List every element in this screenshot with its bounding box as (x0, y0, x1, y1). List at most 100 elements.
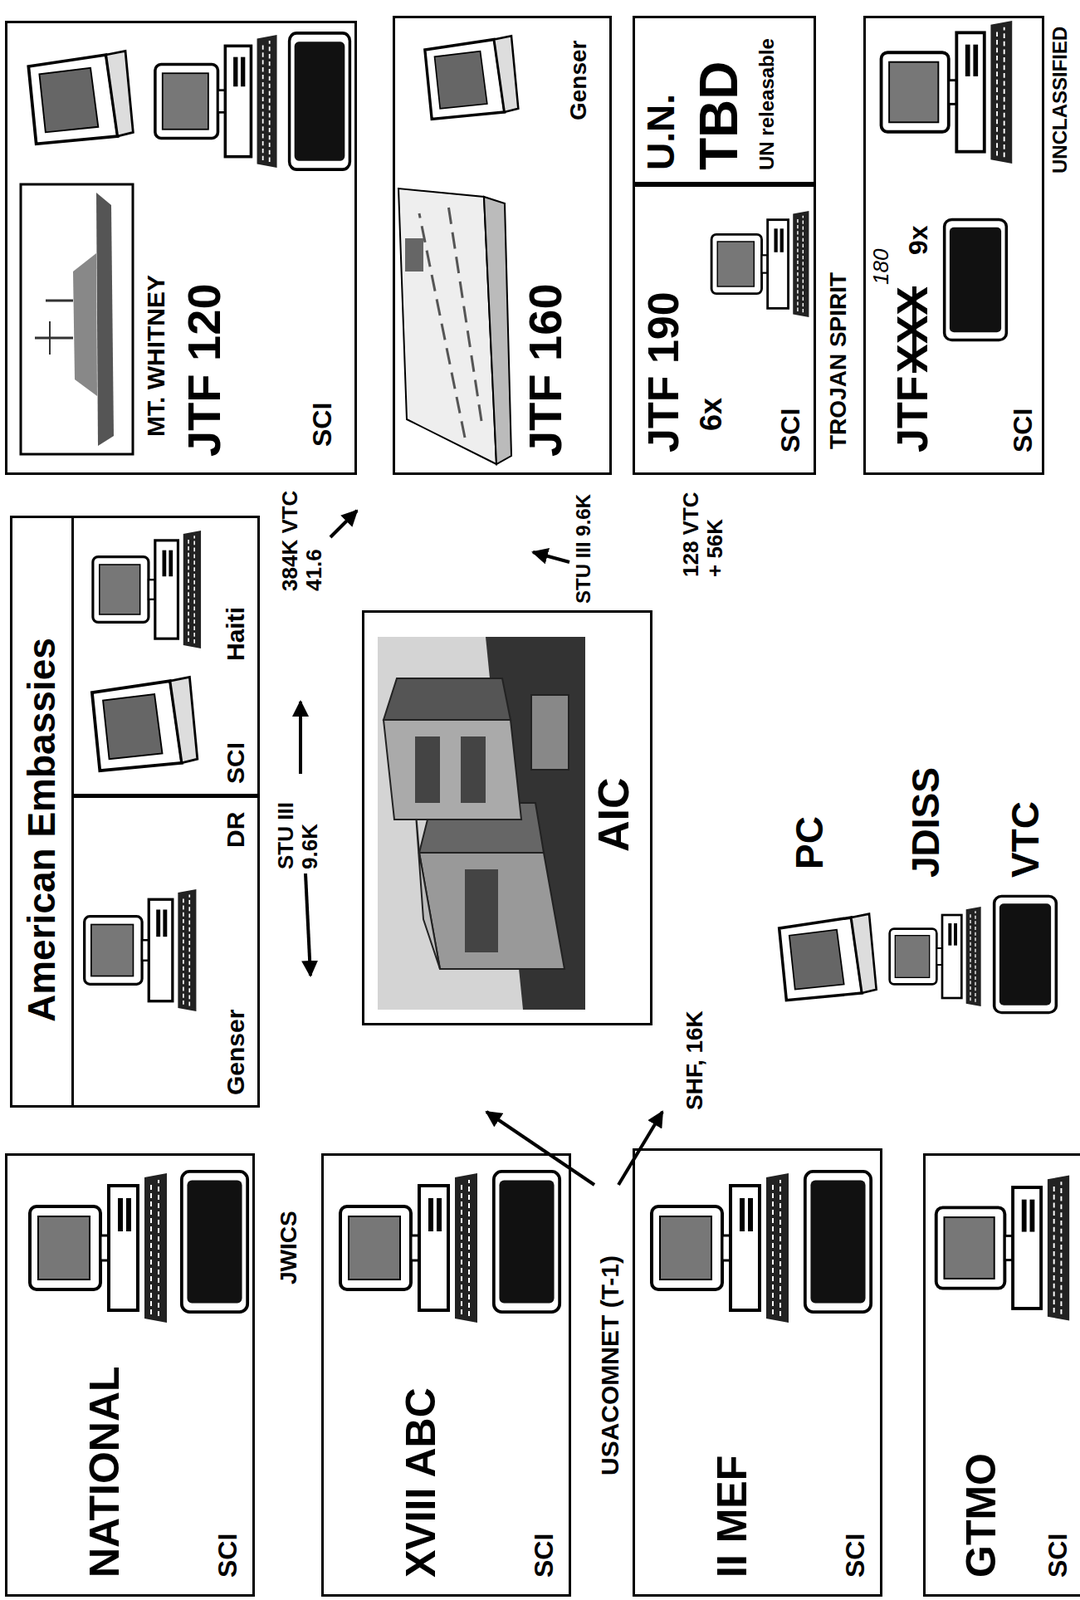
photo-frame (20, 184, 133, 455)
node-text: SCI (529, 1533, 559, 1578)
building-annex (531, 694, 569, 770)
vtc-monitor-icon (289, 33, 351, 170)
ship-mast (45, 299, 74, 303)
photo-ground (377, 636, 586, 1010)
workstation-icon (651, 1172, 789, 1323)
building-roof (415, 802, 440, 969)
building-side (383, 678, 511, 720)
building-window (460, 736, 486, 803)
annotation-label: SHF, 16K (682, 1010, 709, 1110)
unit-box: JTFXXX180 9xSCI (863, 15, 1045, 475)
group-box: American EmbassiesDRGenserHaitiSCI (9, 515, 260, 1108)
annotation-label: PC (788, 816, 831, 870)
workstation-icon (889, 906, 982, 1007)
node-text: Genser (566, 40, 592, 122)
deck-stripe (448, 205, 482, 421)
pc-icon (425, 35, 519, 119)
node-text: XVIII ABC (398, 1387, 445, 1578)
vtc-monitor-icon (805, 1171, 871, 1312)
node-text: II MEF (709, 1455, 756, 1578)
carrier-island (405, 238, 424, 272)
pc-icon (779, 913, 877, 1001)
node-text: SCI (776, 408, 806, 453)
workstation-icon (936, 1175, 1070, 1321)
carrier-hull (483, 196, 512, 465)
node-text: Genser (221, 1009, 250, 1095)
vtc-monitor-icon (493, 1171, 560, 1312)
hub-box: AIC (361, 610, 653, 1026)
vtc-monitor-icon (944, 219, 1007, 341)
node-text: XXX (889, 286, 937, 373)
embassy-box: HaitiSCI (71, 515, 260, 797)
unit-box: MT. WHITNEYJTF 120SCI (4, 20, 357, 475)
ship-photo (20, 184, 133, 455)
building-face (419, 852, 565, 969)
deck-stripe (419, 213, 465, 438)
node-text: UN releasable (756, 37, 778, 171)
node-text: Haiti (221, 606, 250, 661)
node-text: SCI (307, 402, 338, 447)
pointer-arrow (532, 552, 570, 562)
workstation-icon (84, 889, 197, 1012)
building-window (415, 736, 440, 803)
ship-superstructure (73, 253, 98, 396)
annotation-label: USACOMNET (T-1) (596, 1255, 624, 1476)
node-text: JTF 190 (640, 291, 688, 453)
annotation-label: 128 VTC + 56K (679, 481, 727, 577)
workstation-icon (155, 34, 278, 168)
building-face (383, 719, 522, 820)
node-text: SCI (1043, 1533, 1073, 1578)
carrier-photo (398, 188, 512, 465)
unit-box: II MEF SCI (632, 1148, 883, 1597)
building-window (464, 869, 499, 953)
annotation-label: STU III 9.6K (572, 493, 595, 604)
node-text: SCI (221, 742, 250, 784)
node-text: JTF (889, 376, 937, 453)
embassy-box: DRGenser (71, 795, 260, 1108)
pointer-arrow (305, 873, 311, 976)
annotation-label: JDISS (904, 767, 948, 878)
pointer-arrow (486, 1111, 595, 1185)
node-text: TBD (689, 60, 748, 171)
ship-mast (34, 337, 74, 340)
node-text: 9x (904, 224, 934, 255)
node-text: JTF 120 (178, 283, 230, 457)
annotation-label: 384K VTC 41.6 (278, 483, 326, 592)
workstation-icon (29, 1172, 167, 1323)
node-text: 180 (869, 249, 894, 285)
aic-building-photo (377, 636, 586, 1010)
workstation-icon (92, 530, 201, 649)
annotation-label: UNCLASSIFIED (1049, 26, 1071, 174)
annotation-label: VTC (1004, 801, 1047, 878)
node-text: 6x (694, 397, 729, 431)
vtc-monitor-icon (181, 1171, 248, 1312)
node-text: U.N. (640, 93, 683, 171)
pointer-arrow (298, 701, 303, 774)
pc-icon (92, 676, 198, 771)
workstation-icon (340, 1172, 478, 1323)
node-text: SCI (1008, 408, 1038, 453)
node-text: SCI (213, 1533, 243, 1578)
unit-box: JTF 1906x SCI (632, 184, 817, 475)
unit-box: JTF 160 Genser (392, 15, 612, 475)
node-text: GTMO (958, 1452, 1005, 1578)
workstation-icon (711, 210, 809, 318)
pc-icon (28, 50, 133, 144)
node-text: NATIONAL (82, 1365, 128, 1578)
unit-box: NATIONAL SCI (4, 1153, 255, 1597)
pointer-arrow (330, 510, 357, 538)
ship-yard (48, 321, 51, 355)
workstation-icon (881, 20, 1013, 164)
unit-box: U.N.TBD UN releasable (632, 15, 817, 185)
carrier-deck (398, 188, 497, 465)
node-text: American Embassies (20, 637, 64, 1022)
node-text: JTF 160 (519, 283, 572, 457)
node-text: SCI (840, 1533, 870, 1578)
ship-hull (96, 192, 114, 446)
node-text: AIC (590, 777, 638, 852)
annotation-label: TROJAN SPIRIT (825, 272, 852, 450)
annotation-label: JWICS (276, 1210, 303, 1285)
annotation-label: STU III 9.6K (273, 777, 322, 870)
unit-box: XVIII ABC SCI (321, 1153, 572, 1597)
